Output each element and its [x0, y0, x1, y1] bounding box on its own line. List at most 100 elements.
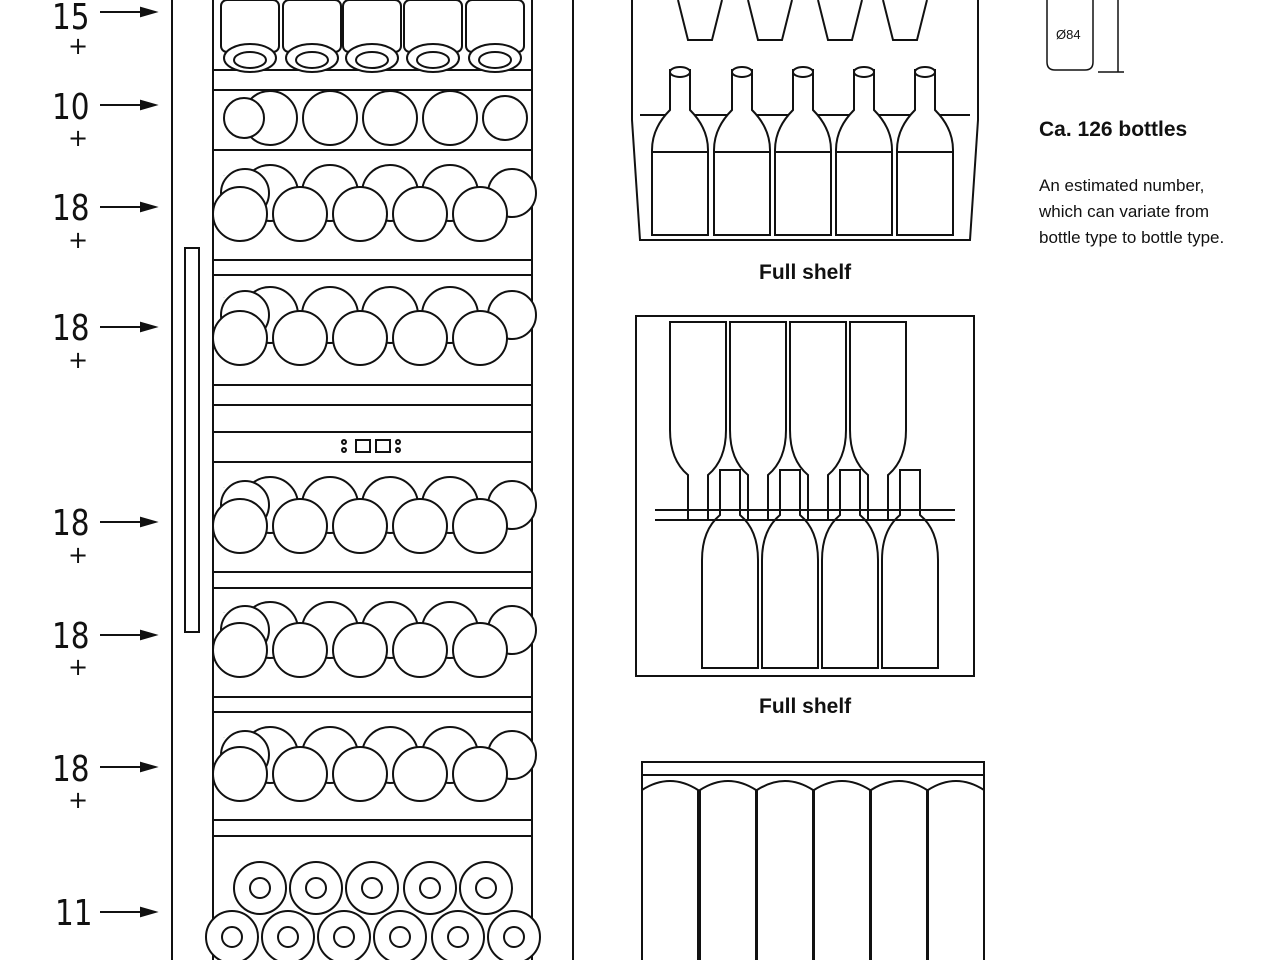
bottle-end — [431, 910, 485, 960]
display-icon — [355, 439, 371, 453]
bottle-diameter-label: Ø84 — [1056, 27, 1081, 42]
bottle-end-inner — [221, 926, 243, 948]
bottle-end — [272, 746, 328, 802]
shelf-count-3: 18 — [52, 188, 90, 229]
shelf-plus-2: + — [68, 124, 89, 152]
capacity-note-line-2: which can variate from — [1039, 202, 1210, 221]
bottle-end — [452, 186, 508, 242]
bottle-top — [699, 780, 757, 960]
bottle-top — [870, 780, 928, 960]
bottle-cap — [731, 66, 753, 78]
bottle-end — [212, 746, 268, 802]
display-icon — [375, 439, 391, 453]
bottle-cap — [792, 66, 814, 78]
bottle-end — [272, 622, 328, 678]
shelf-plus-7: + — [68, 786, 89, 814]
bottle-end — [212, 622, 268, 678]
bottle-back — [677, 0, 723, 41]
bottle-end — [272, 186, 328, 242]
bottle-end — [362, 90, 418, 146]
bottle-end — [212, 310, 268, 366]
shelf-plus-3: + — [68, 226, 89, 254]
bottle-end-inner — [503, 926, 525, 948]
bottle-top — [881, 469, 939, 669]
bottle-outline — [1046, 0, 1094, 71]
arrow-head — [140, 321, 159, 333]
bottle-cap — [914, 66, 936, 78]
shelf-frame — [631, 0, 979, 241]
arrow-head — [140, 906, 159, 918]
bottle-end — [422, 90, 478, 146]
bottle-end — [272, 498, 328, 554]
bottle-back — [882, 0, 928, 41]
shelf-count-2: 10 — [52, 87, 90, 128]
shelf-top-view-3 — [641, 761, 985, 960]
bottle-end — [332, 186, 388, 242]
control-dot — [341, 439, 347, 445]
bottle-end — [452, 310, 508, 366]
bottle-end — [392, 186, 448, 242]
shelf-count-7: 18 — [52, 749, 90, 790]
door-handle — [184, 247, 200, 633]
capacity-note-line-1: An estimated number, — [1039, 176, 1205, 195]
bottle-back — [747, 0, 793, 41]
bottle-end — [272, 310, 328, 366]
bottle-back — [817, 0, 863, 41]
bottle-end-inner — [295, 51, 329, 69]
bottle-top — [927, 780, 985, 960]
shelf-arrows — [100, 6, 159, 918]
bottle-end — [452, 622, 508, 678]
bottle-end — [212, 186, 268, 242]
shelf-plus-6: + — [68, 653, 89, 681]
control-dot — [341, 447, 347, 453]
bottle-end-inner — [233, 51, 267, 69]
bottle-end-inner — [249, 877, 271, 899]
arrow-head — [140, 761, 159, 773]
arrow-head — [140, 516, 159, 528]
shelf-count-5: 18 — [52, 503, 90, 544]
arrow-head — [140, 99, 159, 111]
bottle-end-inner — [361, 877, 383, 899]
bottle-end — [212, 498, 268, 554]
shelf-count-4: 18 — [52, 308, 90, 349]
bottle-end — [452, 498, 508, 554]
bottle-end — [373, 910, 427, 960]
bottle-end — [459, 861, 513, 915]
bottle-end — [302, 90, 358, 146]
bottle-end-inner — [475, 877, 497, 899]
bottle-end-inner — [478, 51, 512, 69]
shelf-caption-1: Full shelf — [759, 261, 852, 284]
bottle-end — [392, 498, 448, 554]
bottle-end-inner — [416, 51, 450, 69]
bottle-end — [223, 97, 265, 139]
bottle-end — [233, 861, 287, 915]
shelf-caption-2: Full shelf — [759, 695, 852, 718]
control-dot — [395, 447, 401, 453]
bottle-top — [813, 780, 871, 960]
bottle-dimension-drawing — [1046, 0, 1124, 73]
bottle-end-inner — [355, 51, 389, 69]
bottle-top — [756, 780, 814, 960]
shelf-plus-4: + — [68, 346, 89, 374]
bottle-cap — [853, 66, 875, 78]
shelf-count-8: 11 — [55, 893, 93, 934]
shelf-plus-5: + — [68, 541, 89, 569]
bottle-end — [332, 310, 388, 366]
bottle-end-inner — [389, 926, 411, 948]
bottle-end — [317, 910, 371, 960]
shelf-count-1: 15 — [52, 0, 90, 38]
capacity-note-line-3: bottle type to bottle type. — [1039, 228, 1225, 247]
shelf-plus-1: + — [68, 32, 89, 60]
shelf-frame — [635, 315, 975, 677]
bottle-end — [482, 95, 528, 141]
bottle-end-inner — [333, 926, 355, 948]
bottle-end — [261, 910, 315, 960]
bottle-end-inner — [419, 877, 441, 899]
bottle-top — [641, 780, 699, 960]
bottle-end — [392, 746, 448, 802]
bottle-end — [332, 746, 388, 802]
shelf-side-view-1 — [631, 0, 979, 241]
bottle-end — [452, 746, 508, 802]
bottle-end-inner — [447, 926, 469, 948]
